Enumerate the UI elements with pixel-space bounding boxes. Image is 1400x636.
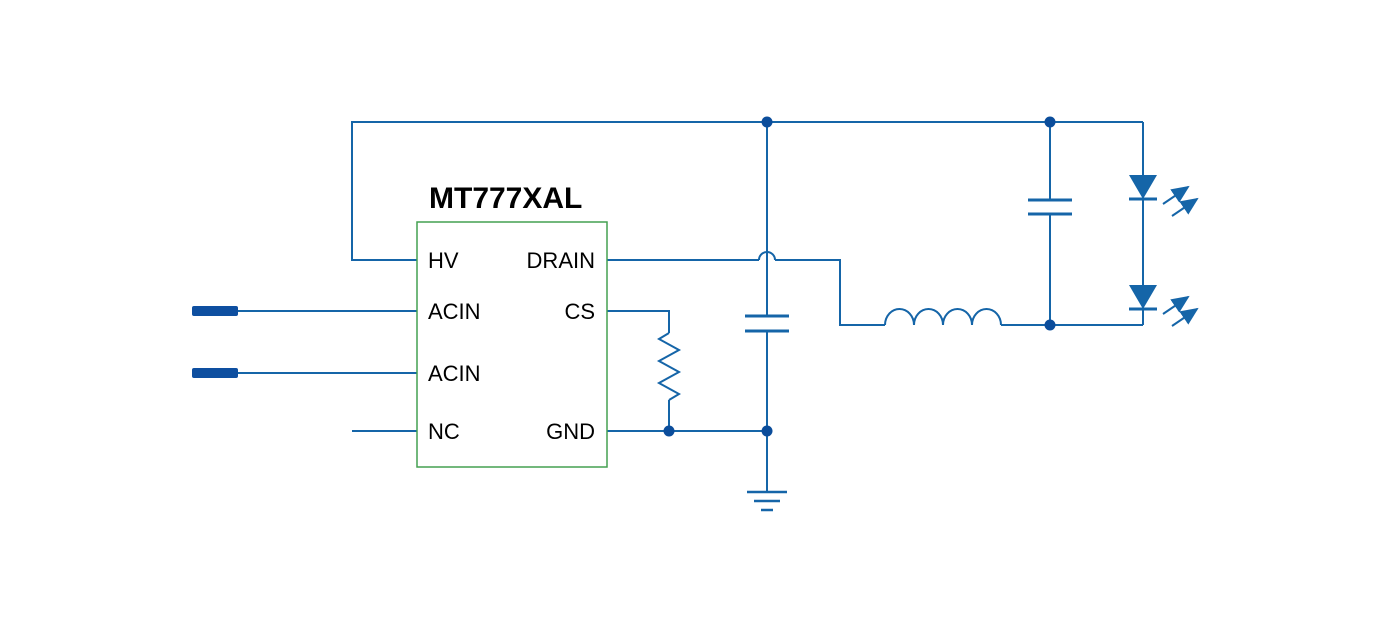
junction-dot-top-rail-mid <box>761 116 773 128</box>
pin-label-hv: HV <box>428 248 459 273</box>
cs-wire <box>607 310 670 333</box>
led-2 <box>1129 285 1157 309</box>
led-2-light-arrow-1 <box>1162 295 1190 315</box>
pin-label-cs: CS <box>564 299 595 324</box>
gnd-wire <box>607 430 768 492</box>
cs-resistor <box>656 332 682 401</box>
junction-dot-output-node <box>1044 319 1056 331</box>
junction-dot-top-rail-right <box>1044 116 1056 128</box>
inductor <box>884 308 1002 326</box>
led-1-light-arrow-2 <box>1171 197 1199 217</box>
led-1-light-arrow-1 <box>1162 185 1190 205</box>
ic-title: MT777XAL <box>429 182 582 215</box>
led-2-light-arrow-2 <box>1171 307 1199 327</box>
hv-top-rail-wire <box>351 121 1143 261</box>
pin-label-gnd: GND <box>546 419 595 444</box>
junction-dot-cap-gnd <box>761 425 773 437</box>
pin-label-drain: DRAIN <box>527 248 595 273</box>
drain-wire-right <box>775 259 885 326</box>
pin-label-acin-bottom: ACIN <box>428 361 481 386</box>
junction-dot-resistor-gnd <box>663 425 675 437</box>
ic-outline <box>416 221 608 468</box>
pin-label-nc: NC <box>428 419 460 444</box>
ac-input-terminal-bottom <box>192 368 238 378</box>
ac-input-terminal-top <box>192 306 238 316</box>
pin-label-acin-top: ACIN <box>428 299 481 324</box>
led-1 <box>1129 175 1157 199</box>
